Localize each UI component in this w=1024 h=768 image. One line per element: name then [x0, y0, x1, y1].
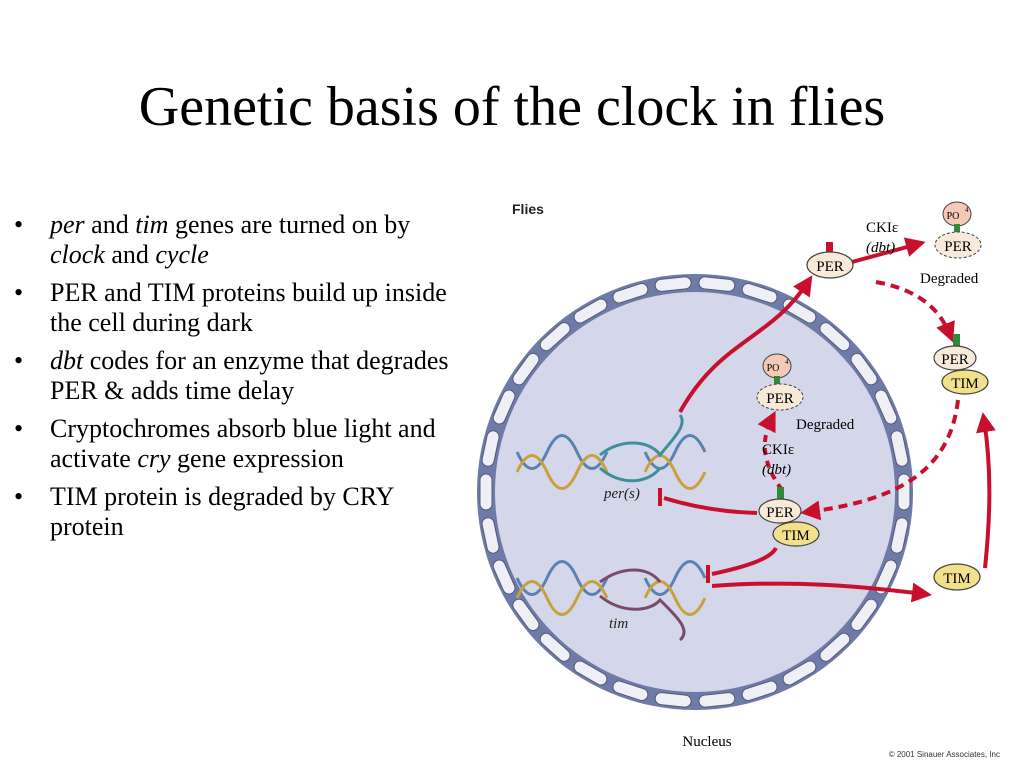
per-label-nucleus: PER [766, 505, 794, 521]
tim-label-cytoplasm: TIM [943, 571, 971, 587]
nuclear-pore [512, 598, 540, 632]
per-label-degraded-nucleus: PER [766, 391, 794, 407]
nuclear-pore [492, 559, 516, 595]
phosphate-link-nucleus [774, 376, 780, 386]
bullet-text: genes are turned on by [168, 210, 411, 239]
tim-protein-nucleus [772, 521, 820, 547]
nucleus-body [495, 292, 895, 692]
per-gene-label: per(s) [603, 486, 640, 502]
nuclear-pore [573, 298, 608, 324]
bullet-marker: • [14, 346, 24, 375]
nuclear-pore [698, 276, 736, 292]
nuclear-pore [612, 283, 649, 304]
phosphate-sub-top: 4 [965, 206, 969, 214]
bullet-text: Cryptochromes absorb blue light and acti… [50, 414, 436, 473]
bullet-text: PER and TIM proteins build up inside the… [50, 278, 447, 337]
nuclear-pores [479, 276, 911, 708]
per-kinase-tag [826, 242, 833, 256]
nuclear-pore [897, 473, 911, 511]
tim-gene-dna [515, 560, 707, 642]
bullet-text: cycle [155, 240, 209, 269]
kinase-gene-nucleus: (dbt) [762, 462, 791, 478]
bullet-item: • Cryptochromes absorb blue light and act… [14, 414, 454, 474]
nuclear-pore [850, 598, 878, 632]
kinase-gene-top: (dbt) [866, 240, 895, 256]
diagram-heading: Flies [512, 201, 544, 217]
slide-title: Genetic basis of the clock in flies [138, 76, 886, 138]
kinase-label-nucleus: CKIε [762, 442, 794, 458]
nuclear-pore [539, 632, 571, 662]
nuclear-pore [512, 352, 540, 386]
bullet-text: and [84, 210, 136, 239]
degraded-label-nucleus: Degraded [796, 417, 855, 433]
phosphate-sub-nucleus: 4 [785, 358, 789, 366]
tim-protein-right [941, 369, 989, 395]
bullet-text: dbt [50, 346, 84, 375]
per-gene-dna [515, 414, 707, 490]
nuclear-pore [819, 322, 851, 352]
nuclear-pore [612, 680, 649, 701]
per-protein-right [933, 345, 977, 371]
nuclear-pore [890, 517, 909, 554]
nuclear-pore [698, 692, 736, 708]
bullet-item: • TIM protein is degraded by CRY protein [14, 482, 454, 542]
nuclear-pore [782, 660, 817, 686]
pertim-kinase-tag-right [953, 334, 960, 348]
nuclear-pore [874, 559, 898, 595]
per-label-right: PER [941, 352, 969, 368]
phosphate-link-top [954, 224, 960, 234]
bullet-item: • dbt codes for an enzyme that degrades P… [14, 346, 454, 406]
per-protein-degraded-top [934, 231, 982, 259]
bullet-marker: • [14, 278, 24, 307]
tim-label-right: TIM [951, 376, 979, 392]
nuclear-pore [890, 430, 909, 467]
nuclear-pore [481, 517, 500, 554]
bullet-text: cry [137, 444, 171, 473]
degraded-label-top: Degraded [920, 271, 979, 287]
kinase-label-top: CKIε [866, 220, 898, 236]
phosphate-label-top: PO [947, 211, 960, 222]
nuclear-pore [819, 632, 851, 662]
per-label-degraded-top: PER [944, 239, 972, 255]
per-protein-nucleus [758, 498, 802, 524]
phosphate-label-nucleus: PO [767, 363, 780, 374]
bullet-text: and [104, 240, 156, 269]
bullet-text: codes for an enzyme that degrades PER & … [50, 346, 449, 405]
pathway-arrows [663, 237, 996, 603]
tim-label-nucleus: TIM [782, 528, 810, 544]
per-label-cytoplasm: PER [816, 259, 844, 275]
tim-protein-cytoplasm [933, 563, 981, 591]
bullet-marker: • [14, 414, 24, 443]
bullet-text: tim [135, 210, 169, 239]
copyright-notice: © 2001 Sinauer Associates, Inc [889, 750, 1000, 759]
per-protein-cytoplasm [806, 251, 854, 279]
bullet-text: clock [50, 240, 105, 269]
nuclear-pore [573, 660, 608, 686]
repression-bars [658, 488, 710, 583]
nucleus-label: Nucleus [682, 734, 731, 750]
bullet-text: gene expression [170, 444, 344, 473]
nuclear-pore [874, 389, 898, 425]
nuclear-pore [481, 430, 500, 467]
nuclear-pore [741, 680, 778, 701]
nuclear-pore [741, 283, 778, 304]
nuclear-pore [850, 352, 878, 386]
nuclear-pore [654, 692, 692, 708]
pertim-kinase-tag-nucleus [777, 487, 784, 501]
bullet-text: TIM protein is degraded by CRY protein [50, 482, 394, 541]
bullet-marker: • [14, 210, 24, 239]
bullet-item: • per and tim genes are turned on by cloc… [14, 210, 454, 270]
bullet-marker: • [14, 482, 24, 511]
nuclear-pore [479, 473, 493, 511]
nuclear-pore [492, 389, 516, 425]
nuclear-pore [539, 322, 571, 352]
per-protein-degraded-nucleus [756, 383, 804, 411]
clock-diagram: per(s) tim PER CKIε (dbt) PO 4 PER Degra… [470, 190, 1024, 768]
nuclear-pore [654, 276, 692, 292]
bullet-item: • PER and TIM proteins build up inside th… [14, 278, 454, 338]
bullet-list: • per and tim genes are turned on by cloc… [14, 210, 454, 550]
bullet-text: per [50, 210, 85, 239]
tim-gene-label: tim [609, 616, 628, 632]
